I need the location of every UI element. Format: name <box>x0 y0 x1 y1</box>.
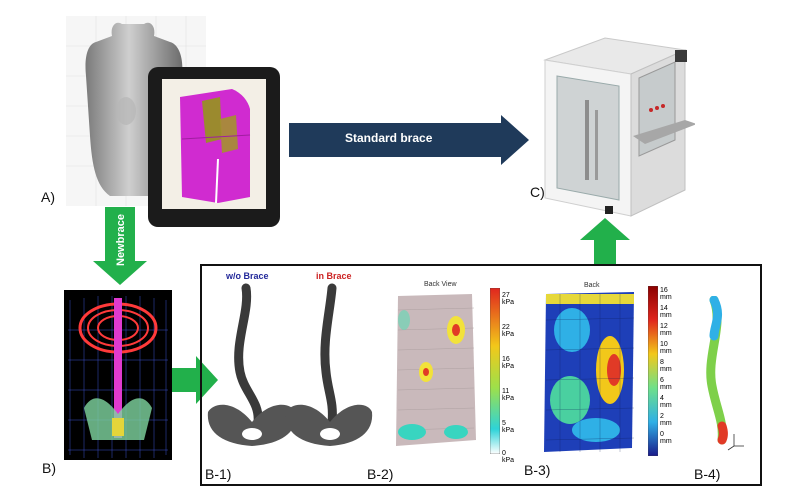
displacement-map <box>544 292 635 452</box>
standard-brace-arrow <box>289 115 529 165</box>
displacement-colorbar <box>648 286 658 456</box>
pressure-tick: 11 kPa <box>502 388 515 402</box>
pressure-tick: 27 kPa <box>502 292 515 306</box>
label-c: C) <box>530 184 545 200</box>
newbrace-arrow <box>93 207 147 285</box>
pressure-tick: 5 kPa <box>502 420 515 434</box>
brace-model-frame <box>148 67 280 227</box>
label-b2: B-2) <box>367 466 394 482</box>
pressure-tick: 22 kPa <box>502 324 515 338</box>
label-b4: B-4) <box>694 466 721 482</box>
b2-title: Back View <box>424 281 457 288</box>
displacement-tick: 6 mm <box>660 377 672 391</box>
b1-in-brace-title: in Brace <box>316 271 352 281</box>
pressure-colorbar <box>490 288 500 454</box>
displacement-tick: 12 mm <box>660 323 672 337</box>
displacement-tick: 4 mm <box>660 395 672 409</box>
spine-displacement-strip <box>706 296 744 451</box>
newbrace-label: Newbrace <box>115 214 127 266</box>
b1-without-brace-title: w/o Brace <box>226 271 269 281</box>
results-box <box>200 264 762 486</box>
displacement-tick: 10 mm <box>660 341 672 355</box>
pressure-tick: 0 kPa <box>502 450 515 464</box>
panel-c <box>535 20 697 220</box>
label-b: B) <box>42 460 56 476</box>
skeleton-wireframe-image <box>68 296 168 458</box>
pressure-map <box>396 294 476 446</box>
spine-models <box>207 283 373 446</box>
brace-3d-model <box>180 89 251 204</box>
green-arrow-right <box>172 356 218 404</box>
label-a: A) <box>41 189 55 205</box>
displacement-tick: 2 mm <box>660 413 672 427</box>
green-arrow-up <box>580 218 630 264</box>
displacement-tick: 14 mm <box>660 305 672 319</box>
manufacturing-machine-image <box>543 37 697 217</box>
label-b3: B-3) <box>524 462 551 478</box>
panel-b <box>64 290 172 460</box>
b3-title: Back <box>584 282 600 289</box>
standard-brace-label: Standard brace <box>345 131 433 145</box>
displacement-tick: 16 mm <box>660 287 672 301</box>
label-b1: B-1) <box>205 466 232 482</box>
displacement-tick: 8 mm <box>660 359 672 373</box>
displacement-tick: 0 mm <box>660 431 672 445</box>
pressure-tick: 16 kPa <box>502 356 515 370</box>
